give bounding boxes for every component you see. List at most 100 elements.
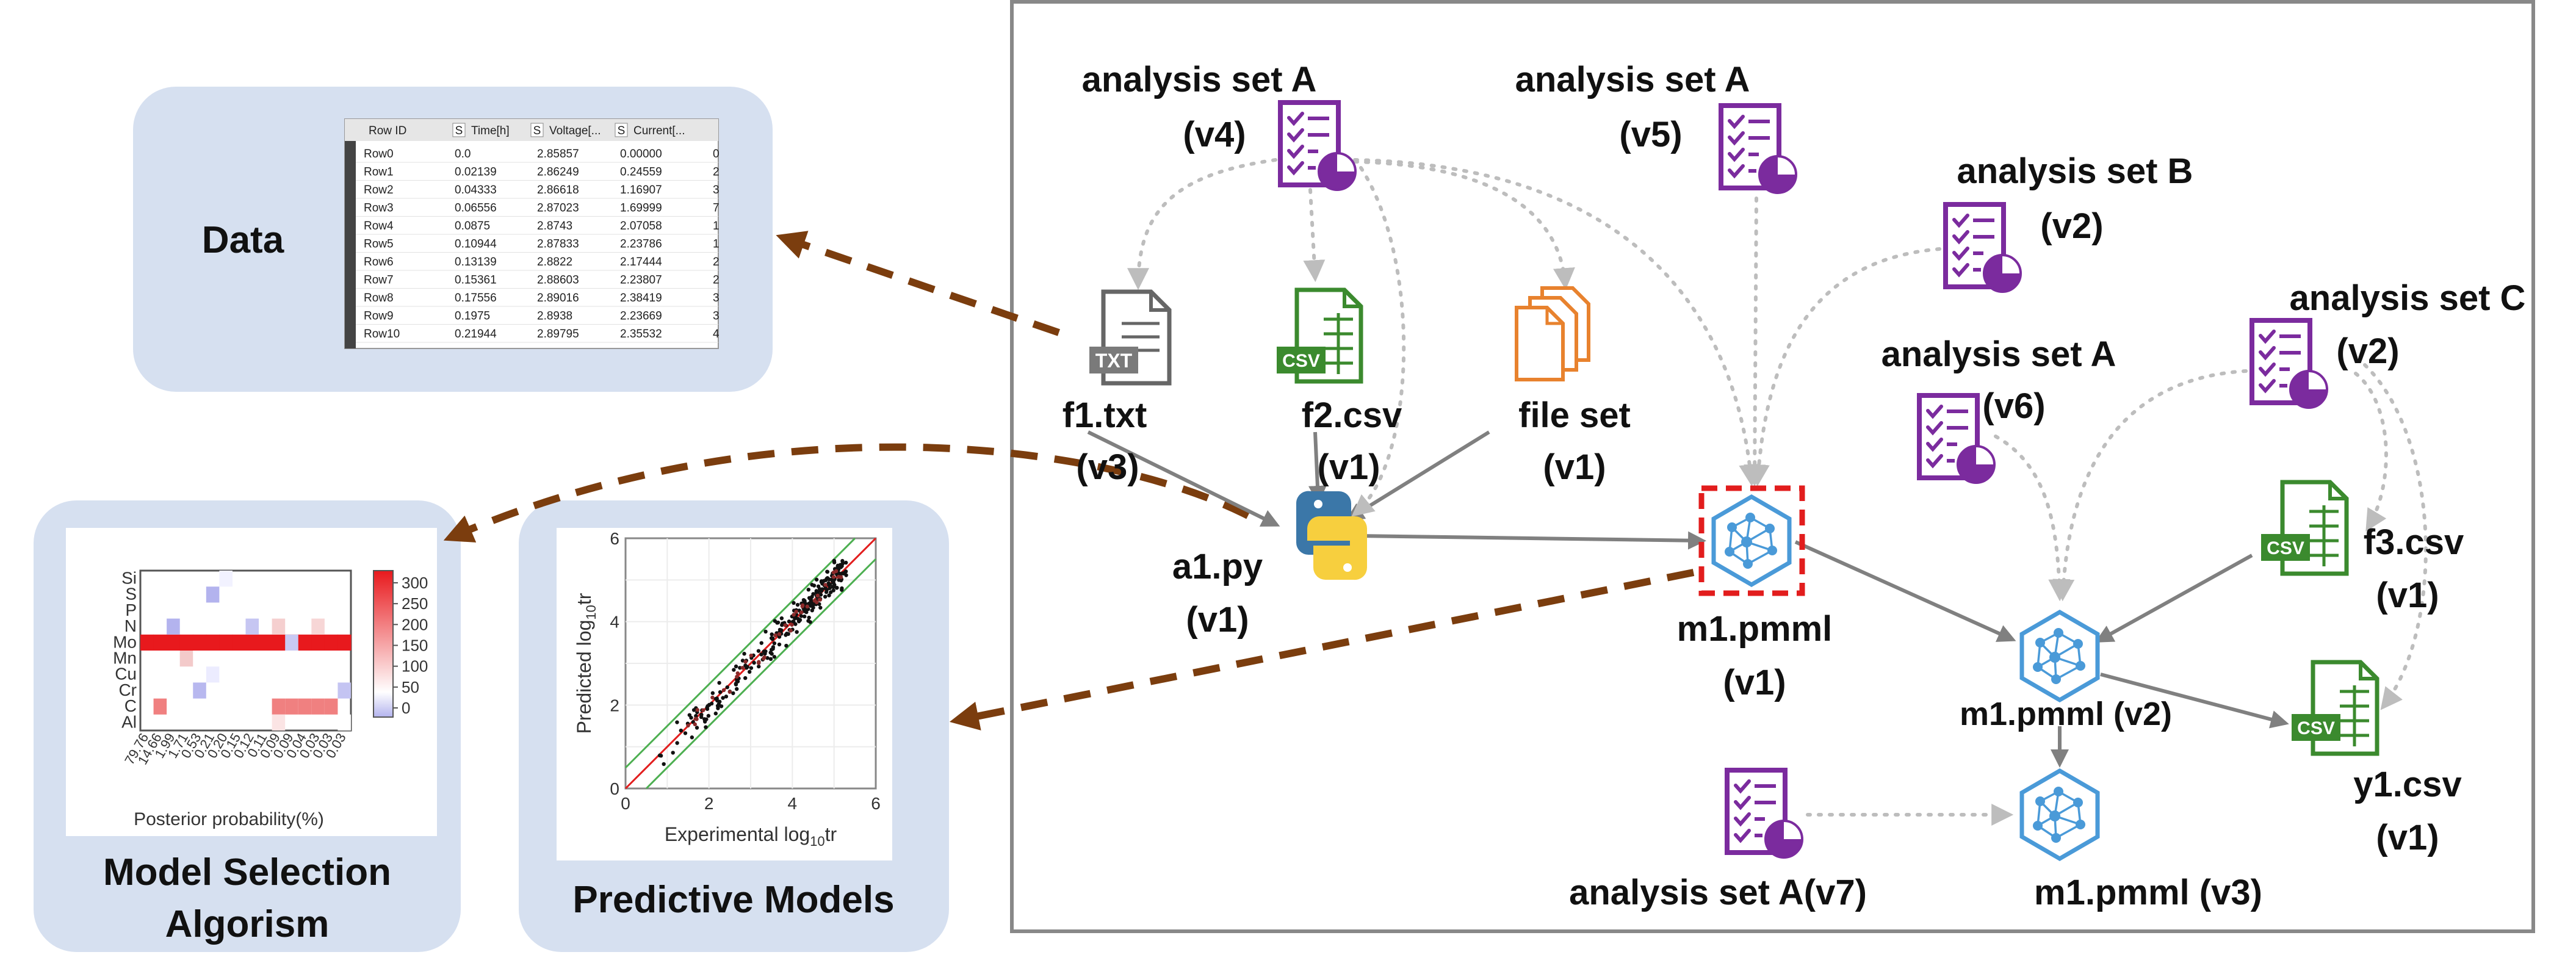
m1-v3-model-icon[interactable] <box>2022 771 2098 859</box>
scatter-point <box>705 705 709 710</box>
scatter-point <box>816 584 821 589</box>
scatter-point <box>832 583 837 587</box>
f3-csv-node[interactable]: CSV <box>2261 482 2347 574</box>
m1-v2-model-icon[interactable] <box>2022 612 2098 700</box>
scatter-point <box>795 630 799 634</box>
scatter-point <box>840 588 844 592</box>
scatter-point <box>695 726 699 730</box>
scatter-point <box>830 579 834 583</box>
scatter-point <box>794 610 798 614</box>
scatter-point <box>832 558 837 563</box>
scatter-point <box>742 652 746 656</box>
scatter-point <box>825 569 829 574</box>
predictive-panel-title: Predictive Models <box>572 879 894 921</box>
table-cell: 2.85857 <box>537 148 579 161</box>
scatter-point <box>773 619 777 623</box>
heatmap-cell <box>153 634 167 651</box>
scatter-point <box>716 706 720 710</box>
scatter-point <box>831 570 836 575</box>
table-cell: 0 <box>713 148 720 161</box>
scatter-point <box>770 632 774 637</box>
heatmap-cell <box>206 634 220 651</box>
table-cell: 3 <box>713 184 720 197</box>
f2-csv-node[interactable]: CSV <box>1277 290 1361 381</box>
scatter-point <box>843 560 848 565</box>
f1-txt-node[interactable]: TXT <box>1089 292 1169 383</box>
scatter-point <box>772 655 777 659</box>
scatter-lower-band <box>645 558 877 790</box>
scatter-point <box>823 586 828 591</box>
scatter-point <box>762 655 767 660</box>
scatter-point <box>827 577 831 582</box>
table-cell: Row7 <box>364 274 394 287</box>
table-cell: 3 <box>713 292 720 305</box>
y1-csv-node[interactable]: CSV <box>2292 662 2377 754</box>
analysis-set-c-v2-version: (v2) <box>2336 331 2399 371</box>
table-type-badge <box>530 123 544 137</box>
dotted-v4-to-f1 <box>1127 158 1277 290</box>
scatter-point <box>756 649 761 653</box>
dotted-C-to-f3 <box>2354 372 2388 532</box>
table-cell: 0.06556 <box>455 202 497 215</box>
table-header-cell: Current[... <box>633 124 685 137</box>
scatter-point <box>704 717 709 721</box>
table-cell: 0.1975 <box>455 310 490 323</box>
scatter-point <box>757 664 761 669</box>
table-cell: 2.07058 <box>620 220 662 233</box>
table-cell: Row6 <box>364 256 394 269</box>
scatter-point <box>704 725 708 729</box>
table-cell: 0.24559 <box>620 166 662 179</box>
heatmap-cell <box>245 634 259 651</box>
scatter-upper-band <box>624 537 856 769</box>
heatmap-cell <box>311 634 325 651</box>
python-icon[interactable] <box>1296 491 1368 580</box>
table-cell: 3 <box>713 310 720 323</box>
heatmap-xlabel: Posterior probability(%) <box>134 809 324 829</box>
scatter-point <box>658 754 663 758</box>
table-cell: 2.8822 <box>537 256 572 269</box>
table-cell: Row1 <box>364 166 394 179</box>
scatter-point <box>792 619 796 624</box>
scatter-point <box>811 592 815 596</box>
arrow-m1-to-predictive <box>949 569 1695 730</box>
scatter-point <box>699 712 704 717</box>
table-cell: Row3 <box>364 202 394 215</box>
m1-v1-model-icon[interactable] <box>1714 497 1789 585</box>
scatter-point <box>815 593 820 598</box>
scatter-point <box>710 695 715 700</box>
table-cell: 2.87833 <box>537 238 579 251</box>
heatmap-row-label: Si <box>121 568 137 587</box>
scatter-point <box>784 643 788 648</box>
table-cell: 2 <box>713 256 720 269</box>
scatter-point <box>743 676 748 680</box>
table-cell: 2.86618 <box>537 184 579 197</box>
scatter-point <box>810 583 814 587</box>
heatmap-cell <box>219 571 233 587</box>
edge-a1-to-m1v1 <box>1357 531 1706 550</box>
table-cell: 4 <box>713 328 720 341</box>
f2-badge: CSV <box>1282 351 1320 371</box>
scatter-point <box>773 633 777 638</box>
scatter-point <box>808 620 812 624</box>
scatter-point <box>792 601 796 605</box>
table-header-cell: S <box>618 124 626 137</box>
fileset-version: (v1) <box>1543 447 1606 487</box>
fileset-label: file set <box>1518 395 1631 435</box>
scatter-point <box>763 629 768 634</box>
scatter-point <box>713 711 718 716</box>
heatmap-cell <box>245 618 259 635</box>
scatter-point <box>803 599 807 603</box>
model-selection-title-line1: Model Selection <box>103 851 391 893</box>
table-cell: 7 <box>713 202 720 215</box>
table-cell: 2 <box>713 274 720 287</box>
table-cell: 2.86249 <box>537 166 579 179</box>
scatter-point <box>721 696 725 700</box>
dotted-B-to-m1v1 <box>1747 247 1941 487</box>
scatter-point <box>710 691 715 695</box>
scatter-ylabel: Predicted log10tr <box>573 593 599 734</box>
scatter-point <box>805 604 809 609</box>
